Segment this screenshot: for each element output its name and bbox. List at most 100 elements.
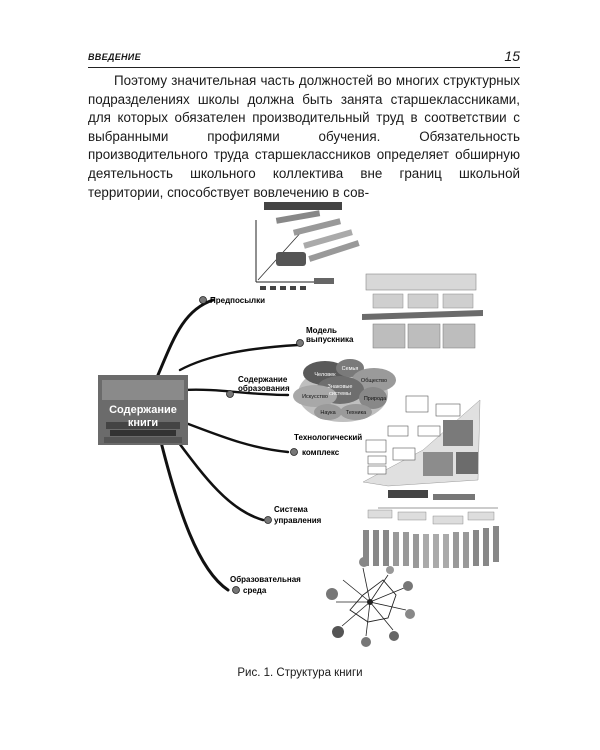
thumb-picture: [276, 252, 306, 266]
branch-label-text: выпускника: [306, 335, 354, 344]
branch-line-1: [156, 298, 215, 377]
org-bar: [383, 530, 389, 566]
org-box: [432, 515, 464, 525]
globe-icon: [199, 296, 207, 304]
env-picture: [403, 581, 413, 591]
cloud-word: Знаковые: [328, 384, 353, 390]
thumb-block: [365, 273, 477, 291]
mind-map-svg: Содержание книги Предпосылки Модель выпу…: [98, 202, 499, 647]
thumb-box: [387, 425, 409, 437]
cloud: [352, 368, 396, 392]
thumbnail-preconditions: [255, 202, 360, 290]
thumb-box: [417, 425, 441, 437]
branch-line-5: [171, 433, 265, 522]
cloud-word: Семья: [342, 366, 359, 372]
globe-icon: [232, 586, 240, 594]
thumb-ribbon: [362, 310, 483, 320]
branch-label-text: управления: [274, 516, 322, 525]
env-hub: [367, 599, 373, 605]
env-spoke: [369, 587, 405, 603]
env-spoke: [341, 601, 371, 627]
org-bar: [423, 534, 429, 568]
branch-label-6: Образовательная среда: [230, 575, 301, 595]
env-spoke: [369, 601, 407, 611]
thumb-bar: [300, 286, 306, 290]
cloud: [293, 385, 337, 407]
cloud-word: Наука: [320, 410, 336, 416]
branch-line-4: [181, 420, 290, 454]
thumb-strip-top: [264, 202, 342, 210]
env-spokes: [336, 567, 407, 637]
org-bar: [453, 532, 459, 568]
thumb-block: [407, 293, 439, 309]
thumb-box: [435, 403, 461, 417]
center-label-1: Содержание: [109, 404, 177, 416]
branch-label-text: Модель: [306, 326, 337, 335]
branch-label-text: Предпосылки: [210, 296, 265, 305]
thumb-block: [442, 323, 476, 349]
env-picture: [361, 637, 371, 647]
thumb-bar: [280, 286, 286, 290]
org-box: [367, 509, 393, 519]
branch-label-text: среда: [243, 586, 267, 595]
center-label-2: книги: [128, 417, 158, 429]
thumb-box: [367, 455, 387, 465]
thumbnail-tech-complex: [362, 395, 481, 487]
branch-label-text: Технологический: [294, 433, 362, 442]
branch-label-text: образования: [238, 384, 290, 393]
thumb-tag: [314, 278, 334, 284]
thumb-bar: [290, 286, 296, 290]
thumb-photo: [456, 452, 478, 474]
branch-label-3: Содержание образования: [226, 375, 290, 398]
running-header: ВВЕДЕНИЕ 15: [88, 48, 520, 68]
thumb-box: [365, 439, 387, 453]
org-bar: [363, 530, 369, 566]
thumb-bar: [270, 286, 276, 290]
thumb-block: [442, 293, 474, 309]
org-bar: [493, 526, 499, 562]
shelf-top: [102, 380, 184, 400]
thumbnail-content-clouds: Человек Семья Общество Знаковые системы …: [293, 359, 396, 422]
book-1: [106, 422, 180, 429]
env-picture: [359, 557, 369, 567]
org-bar: [403, 532, 409, 566]
chapter-title: ВВЕДЕНИЕ: [88, 52, 141, 62]
org-bar: [473, 530, 479, 566]
cloud-word: системы: [329, 391, 351, 397]
env-picture: [405, 609, 415, 619]
thumbnail-environment: [326, 557, 415, 647]
env-web: [349, 579, 397, 623]
figure-caption: Рис. 1. Структура книги: [237, 667, 363, 679]
thumb-photo: [423, 452, 453, 476]
branch-label-text: Содержание: [238, 375, 288, 384]
branch-label-text: Система: [274, 505, 308, 514]
thumb-bar: [260, 286, 266, 290]
thumb-box: [367, 465, 387, 475]
cloud: [314, 404, 342, 420]
book-3: [104, 437, 182, 443]
branch-label-1: Предпосылки: [199, 296, 265, 305]
branch-label-text: Образовательная: [230, 575, 301, 584]
env-spoke: [362, 567, 371, 603]
cloud: [340, 404, 372, 420]
thumb-strip: [303, 229, 353, 249]
branch-label-2: Модель выпускника: [296, 326, 354, 347]
thumbnail-graduate-model: [362, 273, 483, 349]
org-bar: [443, 534, 449, 568]
env-picture: [332, 626, 344, 638]
org-bar: [413, 534, 419, 568]
org-box-top: [388, 490, 428, 498]
thumb-block: [372, 293, 404, 309]
header-rule: [88, 67, 520, 68]
org-box: [397, 511, 427, 521]
mind-map-figure: Содержание книги Предпосылки Модель выпу…: [88, 190, 520, 660]
cloud: [359, 387, 387, 409]
branch-line-3: [181, 388, 290, 397]
branch-label-4: Технологический комплекс: [290, 433, 362, 457]
globe-icon: [296, 339, 304, 347]
book-2: [110, 430, 176, 436]
cloud-word: Природа: [364, 396, 387, 402]
cloud-word: Человек: [314, 372, 336, 378]
thumb-photo: [443, 420, 473, 446]
